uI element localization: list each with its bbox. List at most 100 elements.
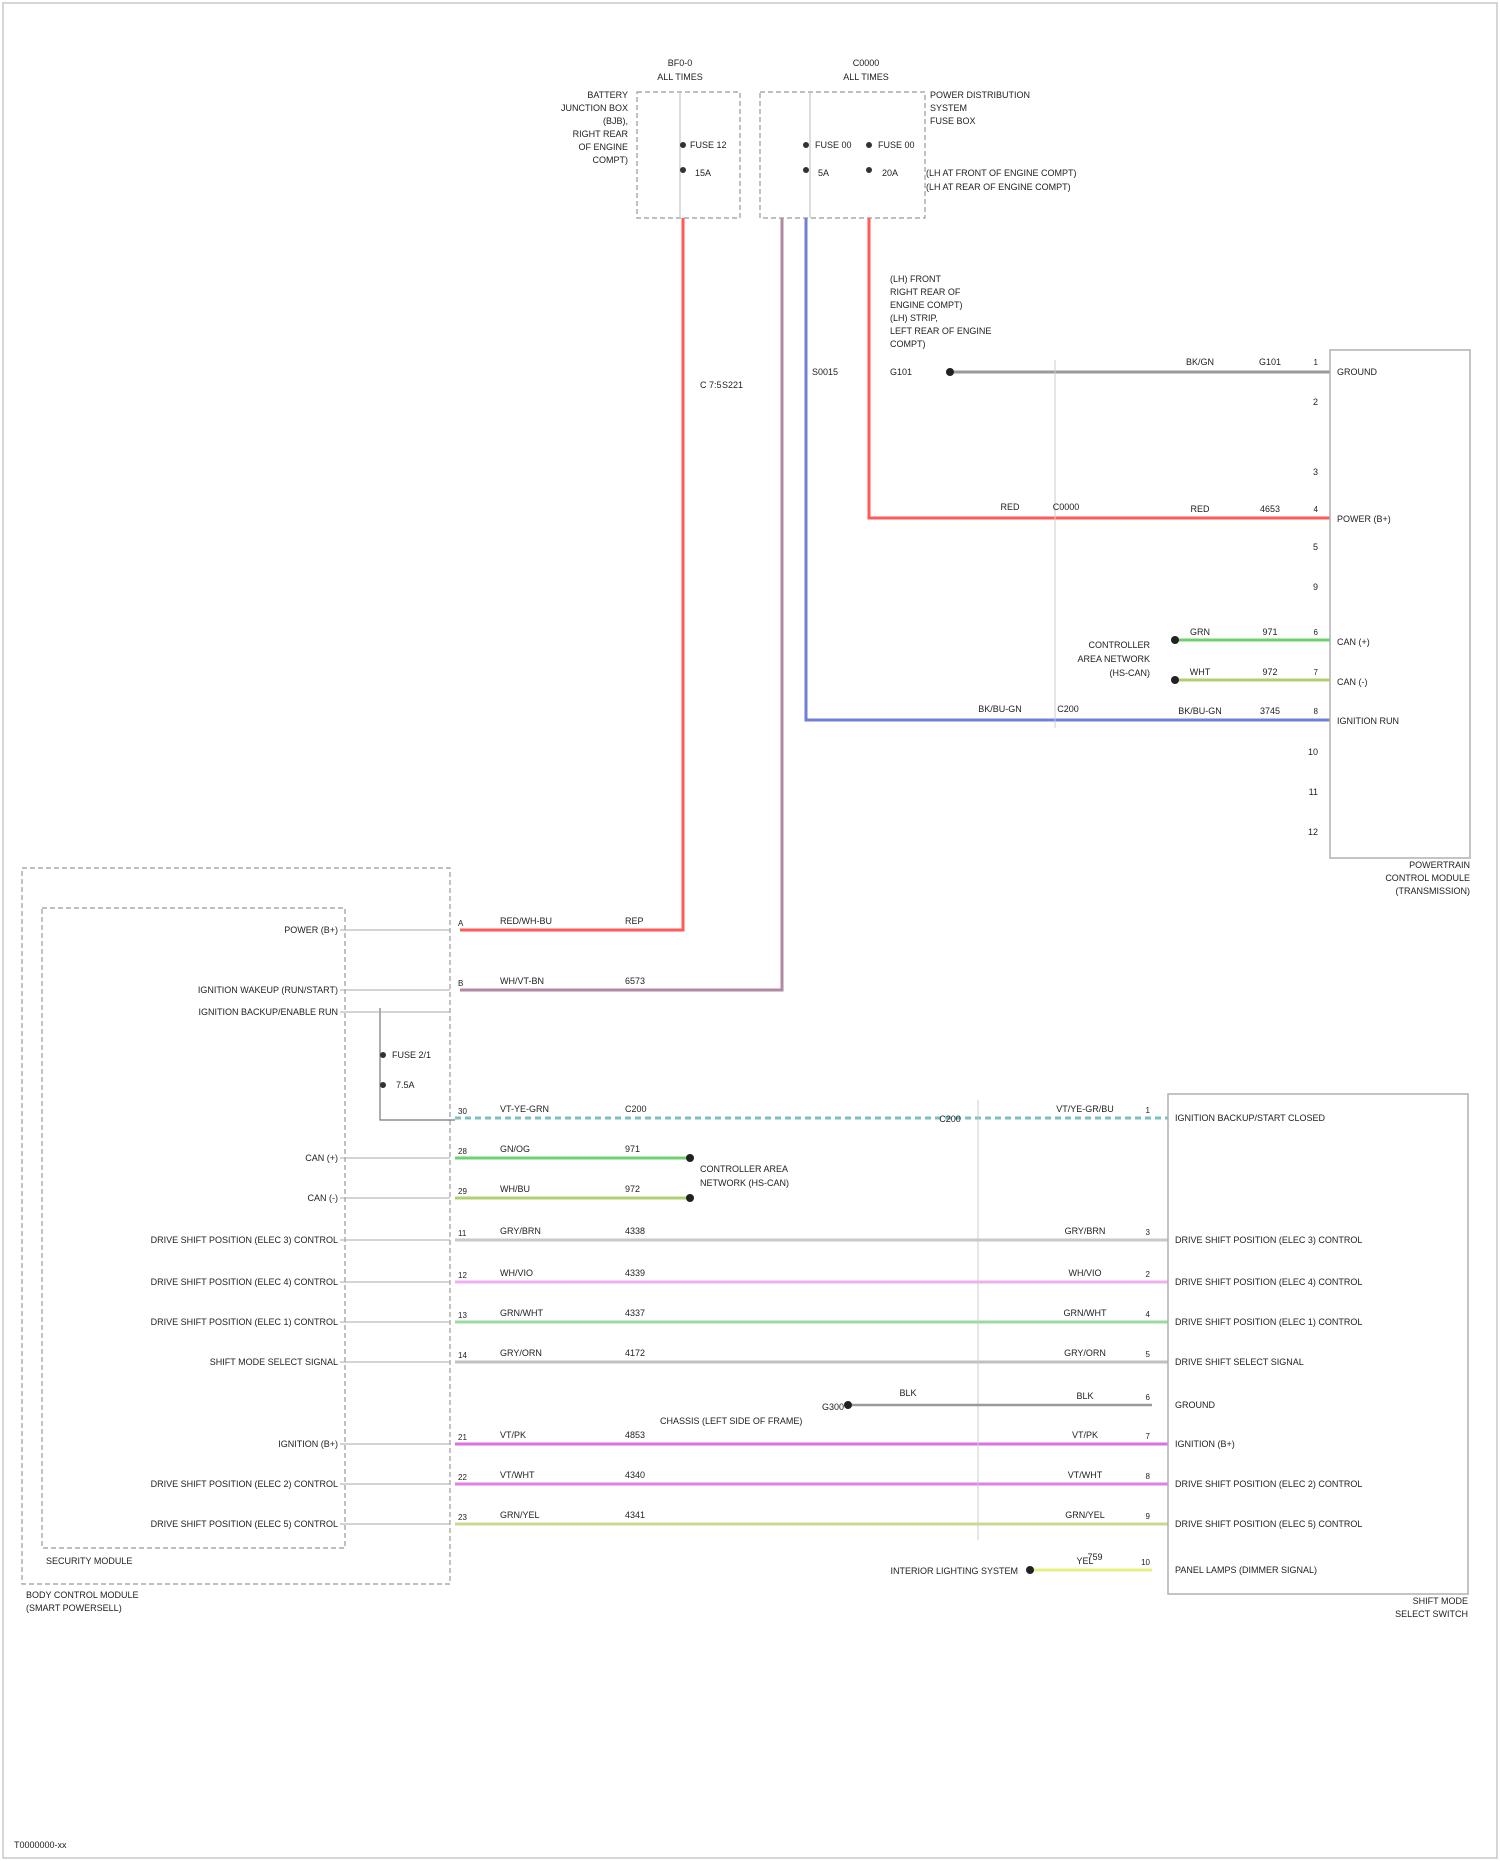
fuse-box-left-id: BF0-0 xyxy=(668,58,693,68)
fuse-box-right-id: C0000 xyxy=(853,58,880,68)
bcm-pin-label: POWER (B+) xyxy=(284,925,338,935)
shift-pin-label: DRIVE SHIFT POSITION (ELEC 1) CONTROL xyxy=(1175,1317,1362,1327)
shift-pin: IGNITION BACKUP/START CLOSED1VT/YE-GR/BU xyxy=(1056,1104,1325,1123)
fuse-box-right-desc: SYSTEM xyxy=(930,103,967,113)
pcm-pin: POWER (B+) 4 4653 RED xyxy=(1190,504,1390,524)
svg-text:971: 971 xyxy=(1262,627,1277,637)
shift-pin: PANEL LAMPS (DIMMER SIGNAL) 10 YEL xyxy=(1076,1556,1317,1575)
fuse-symbol xyxy=(866,167,872,173)
bcm-pin-label: CAN (-) xyxy=(308,1193,339,1203)
bcm-wire-color: WH/VT-BN xyxy=(500,976,544,986)
bcm-relay: 7.5A xyxy=(396,1080,415,1090)
bcm-wire-code: 4338 xyxy=(625,1226,645,1236)
shift-pin-wire: GRN/WHT xyxy=(1064,1308,1107,1318)
shift-pin-label: DRIVE SHIFT POSITION (ELEC 4) CONTROL xyxy=(1175,1277,1362,1287)
pcm-can-note: CONTROLLER xyxy=(1088,640,1150,650)
fuse-box-left: BF0-0 ALL TIMES BATTERY JUNCTION BOX (BJ… xyxy=(561,58,740,218)
bcm-pin: IGNITION (B+)21VT/PK4853 xyxy=(278,1430,1168,1449)
svg-text:6: 6 xyxy=(1314,628,1319,637)
svg-text:POWER (B+): POWER (B+) xyxy=(1337,514,1391,524)
bcm-wire-color: GRY/BRN xyxy=(500,1226,541,1236)
shift-pin-label: PANEL LAMPS (DIMMER SIGNAL) xyxy=(1175,1565,1317,1575)
shift-pin-wire: GRY/BRN xyxy=(1065,1226,1106,1236)
fuse-box-right-sub: ALL TIMES xyxy=(843,72,889,82)
pcm-extra-pin: 12 xyxy=(1308,827,1318,837)
page-border xyxy=(3,3,1497,1858)
svg-text:(LH) FRONT: (LH) FRONT xyxy=(890,274,941,284)
fuse-box-right-amp-b: 20A xyxy=(882,168,898,178)
svg-text:GRN: GRN xyxy=(1190,627,1210,637)
pcm-pin: CAN (+) 6 971 GRN xyxy=(1190,627,1370,647)
shift-pin-label: DRIVE SHIFT SELECT SIGNAL xyxy=(1175,1357,1304,1367)
fuse-box-left-fuse: FUSE 12 xyxy=(690,140,727,150)
bcm-wire-code: 4340 xyxy=(625,1470,645,1480)
fuse-box-right-amp-a: 5A xyxy=(818,168,829,178)
fuse-box-left-desc: OF ENGINE xyxy=(578,142,628,152)
bcm-wire-color: GRN/YEL xyxy=(500,1510,540,1520)
shift-pin-wire: VT/WHT xyxy=(1068,1470,1103,1480)
svg-text:3745: 3745 xyxy=(1260,706,1280,716)
bcm-wire-code: 4341 xyxy=(625,1510,645,1520)
shift-pin-number: 3 xyxy=(1146,1228,1151,1237)
bcm-pin-label: DRIVE SHIFT POSITION (ELEC 2) CONTROL xyxy=(151,1479,338,1489)
svg-text:CAN (-): CAN (-) xyxy=(1337,677,1368,687)
shift-pin-number: 2 xyxy=(1146,1270,1151,1279)
fuse-symbol xyxy=(680,142,686,148)
footer-id: T0000000-xx xyxy=(14,1840,67,1850)
bcm-pin: POWER (B+)ARED/WH-BUREP xyxy=(284,916,643,935)
bcm-pin: SHIFT MODE SELECT SIGNAL14GRY/ORN4172 xyxy=(210,1348,1168,1367)
shift-pin-number: 5 xyxy=(1146,1350,1151,1359)
bcm-wire-code: 4172 xyxy=(625,1348,645,1358)
fuse-box-left-desc: COMPT) xyxy=(593,155,629,165)
pcm-extra-pin: 2 xyxy=(1313,397,1318,407)
shift-pin-number: 10 xyxy=(1141,1558,1150,1567)
shift-pin-number: 8 xyxy=(1146,1472,1151,1481)
shift-pin: GROUND6BLK xyxy=(1076,1391,1215,1410)
relay-line xyxy=(380,1008,455,1120)
bcm-wire-code: C200 xyxy=(625,1104,647,1114)
fuse-box-right-note: (LH AT REAR OF ENGINE COMPT) xyxy=(926,182,1071,192)
svg-text:WHT: WHT xyxy=(1190,667,1211,677)
pcm-module: POWERTRAIN CONTROL MODULE (TRANSMISSION)… xyxy=(978,350,1470,896)
bcm-pin-number: 22 xyxy=(458,1473,467,1482)
pcm-can-note: (HS-CAN) xyxy=(1110,668,1151,678)
relay-symbol xyxy=(380,1082,386,1088)
shift-pin: DRIVE SHIFT POSITION (ELEC 2) CONTROL 8 VT… xyxy=(1068,1470,1363,1489)
shift-pin: DRIVE SHIFT POSITION (ELEC 4) CONTROL 2 WH… xyxy=(1069,1268,1363,1287)
fuse-box-left-desc: (BJB), xyxy=(603,116,628,126)
bcm-pin: CAN (-)29WH/BU972 xyxy=(308,1184,695,1203)
bcm-pin: DRIVE SHIFT POSITION (ELEC 2) CONTROL 22 V… xyxy=(151,1470,1168,1489)
pcm-extra-pin: 3 xyxy=(1313,467,1318,477)
splice-dot xyxy=(1171,636,1179,644)
bcm-pin-number: 12 xyxy=(458,1271,467,1280)
svg-text:RED: RED xyxy=(1190,504,1210,514)
pcm-title: CONTROL MODULE xyxy=(1385,873,1470,883)
wire-blue-ignition xyxy=(806,218,1330,720)
fuse-box-left-desc: JUNCTION BOX xyxy=(561,103,628,113)
bcm-wire-code: 972 xyxy=(625,1184,640,1194)
bcm-pin-label: DRIVE SHIFT POSITION (ELEC 1) CONTROL xyxy=(151,1317,338,1327)
pcm-blue-num: C200 xyxy=(1057,704,1079,714)
shift-pin-label: DRIVE SHIFT POSITION (ELEC 3) CONTROL xyxy=(1175,1235,1362,1245)
shift-pin-wire: WH/VIO xyxy=(1069,1268,1102,1278)
shift-pin-list: IGNITION BACKUP/START CLOSED1VT/YE-GR/BU… xyxy=(1056,1104,1362,1575)
shift-pin-label: DRIVE SHIFT POSITION (ELEC 2) CONTROL xyxy=(1175,1479,1362,1489)
ground-point xyxy=(844,1401,852,1409)
bcm-wire-color: VT/WHT xyxy=(500,1470,535,1480)
bcm-title: (SMART POWERSELL) xyxy=(26,1603,122,1613)
shift-pin-wire: YEL xyxy=(1076,1556,1093,1566)
shift-pin: DRIVE SHIFT POSITION (ELEC 1) CONTROL4GR… xyxy=(1064,1308,1363,1327)
bcm-pin-number: 14 xyxy=(458,1351,467,1360)
bcm-pin-label: IGNITION (B+) xyxy=(278,1439,338,1449)
pcm-extra-pin: 10 xyxy=(1308,747,1318,757)
fuse-box-right-fuse-a: FUSE 00 xyxy=(815,140,852,150)
svg-text:G101: G101 xyxy=(1259,357,1281,367)
fuse-box-right-desc: FUSE BOX xyxy=(930,116,976,126)
svg-text:8: 8 xyxy=(1314,707,1319,716)
shift-pin-label: IGNITION (B+) xyxy=(1175,1439,1235,1449)
fuse-box-left-desc: BATTERY xyxy=(587,90,628,100)
dimmer-source: INTERIOR LIGHTING SYSTEM xyxy=(890,1566,1018,1576)
